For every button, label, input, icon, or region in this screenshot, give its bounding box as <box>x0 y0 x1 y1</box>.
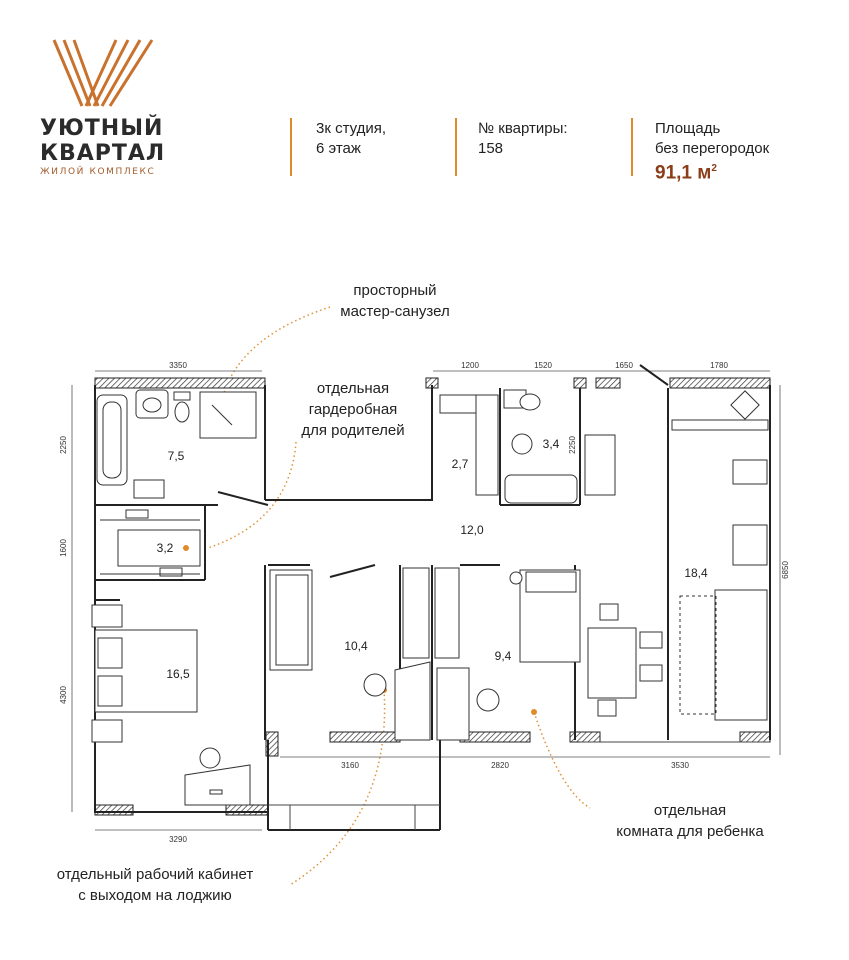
brand-title: УЮТНЫЙ КВАРТАЛ <box>40 116 166 166</box>
separator <box>455 118 457 176</box>
dim-bottom-2820: 2820 <box>491 761 509 770</box>
dim-inner-2250: 2250 <box>568 436 577 454</box>
brand-subtitle: ЖИЛОЙ КОМПЛЕКС <box>40 167 156 177</box>
dim-top-1780: 1780 <box>710 361 728 370</box>
annotation-office: отдельный рабочий кабинет с выходом на л… <box>56 866 254 904</box>
room-area-bath-main: 7,5 <box>168 449 185 463</box>
separator <box>631 118 633 176</box>
room-area-storage: 2,7 <box>452 457 469 471</box>
apartment-area: Площадь без перегородок 91,1 м2 <box>655 120 770 184</box>
room-area-wardrobe: 3,2 <box>157 541 174 555</box>
separator <box>290 118 292 176</box>
logo-mark <box>52 39 154 107</box>
dim-top-left: 3350 <box>169 361 187 370</box>
dim-bottom-3530: 3530 <box>671 761 689 770</box>
room-area-hall: 12,0 <box>460 523 484 537</box>
room-area-kids: 9,4 <box>495 649 512 663</box>
room-area-bedroom: 16,5 <box>166 667 190 681</box>
apartment-type: 3к студия, 6 этаж <box>316 120 387 157</box>
dim-left-1600: 1600 <box>59 539 68 557</box>
annotation-wardrobe: отдельная гардеробная для родителей <box>301 380 405 439</box>
room-area-bath-small: 3,4 <box>543 437 560 451</box>
annotation-kids-room: отдельная комната для ребенка <box>616 802 764 840</box>
dim-left-4300: 4300 <box>59 686 68 704</box>
annotation-master-bath: просторный мастер-санузел <box>340 282 450 320</box>
room-area-living: 18,4 <box>684 566 708 580</box>
dim-right-6850: 6850 <box>781 561 790 579</box>
dim-top-1520: 1520 <box>534 361 552 370</box>
dim-bottom-3290: 3290 <box>169 835 187 844</box>
room-area-office: 10,4 <box>344 639 368 653</box>
dim-top-1200: 1200 <box>461 361 479 370</box>
apartment-number: № квартиры: 158 <box>478 120 568 157</box>
dim-left-2250: 2250 <box>59 436 68 454</box>
dim-top-1650: 1650 <box>615 361 633 370</box>
dim-bottom-3160: 3160 <box>341 761 359 770</box>
